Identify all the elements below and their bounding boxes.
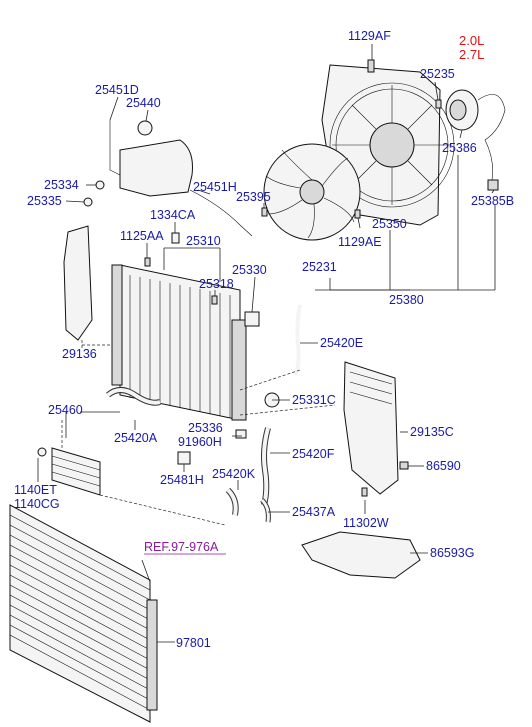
part-label-25420e: 25420E (320, 336, 363, 350)
engine-label-2-7l: 2.7L (459, 47, 484, 62)
hoses-drawing (106, 304, 302, 523)
oil-cooler-drawing (37, 447, 101, 496)
part-label-25481h: 25481H (160, 473, 204, 487)
part-label-25350: 25350 (372, 217, 407, 231)
radiator-drawing (111, 264, 260, 421)
reference-label: REF.97-976A (144, 540, 219, 554)
part-label-1140et: 1140ET (14, 483, 57, 497)
reservoir-drawing (109, 120, 253, 237)
fan-motor-drawing (445, 89, 506, 191)
part-label-25386: 25386 (442, 141, 477, 155)
part-label-86593g: 86593G (430, 546, 474, 560)
engine-label-2-0l: 2.0L (459, 33, 484, 48)
part-label-25331c: 25331C (292, 393, 336, 407)
part-label-25235: 25235 (420, 67, 455, 81)
part-label-25451h: 25451H (193, 180, 237, 194)
part-label-25385b: 25385B (471, 194, 514, 208)
part-label-25336: 25336 (188, 421, 223, 435)
part-label-25380: 25380 (389, 293, 424, 307)
part-label-86590: 86590 (426, 459, 461, 473)
part-label-25437a: 25437A (292, 505, 336, 519)
part-label-25330: 25330 (232, 263, 267, 277)
part-label-25460: 25460 (48, 403, 83, 417)
part-label-25440: 25440 (126, 96, 161, 110)
part-label-1140cg: 1140CG (14, 497, 60, 511)
part-label-1334ca: 1334CA (150, 208, 196, 222)
part-label-1129af: 1129AF (348, 29, 391, 43)
part-label-97801: 97801 (176, 636, 211, 650)
part-label-25420f: 25420F (292, 447, 335, 461)
part-label-25335: 25335 (27, 194, 62, 208)
part-label-25451d: 25451D (95, 83, 139, 97)
part-label-25395: 25395 (236, 190, 271, 204)
condenser-drawing (9, 504, 158, 723)
part-label-29135c: 29135C (410, 425, 454, 439)
part-label-25420a: 25420A (114, 431, 158, 445)
part-label-1129ae: 1129AE (338, 235, 382, 249)
part-label-1125aa: 1125AA (120, 229, 164, 243)
part-label-25318: 25318 (199, 277, 234, 291)
part-label-29136: 29136 (62, 347, 97, 361)
part-label-25334: 25334 (44, 178, 79, 192)
air-guards-drawing (63, 225, 421, 579)
leader-lines (37, 44, 496, 643)
part-label-25420k: 25420K (212, 467, 256, 481)
part-label-91960h: 91960H (178, 435, 222, 449)
part-label-25310: 25310 (186, 234, 221, 248)
part-label-25231: 25231 (302, 260, 337, 274)
fan-blade-drawing (263, 143, 361, 241)
part-label-11302w: 11302W (343, 516, 389, 530)
